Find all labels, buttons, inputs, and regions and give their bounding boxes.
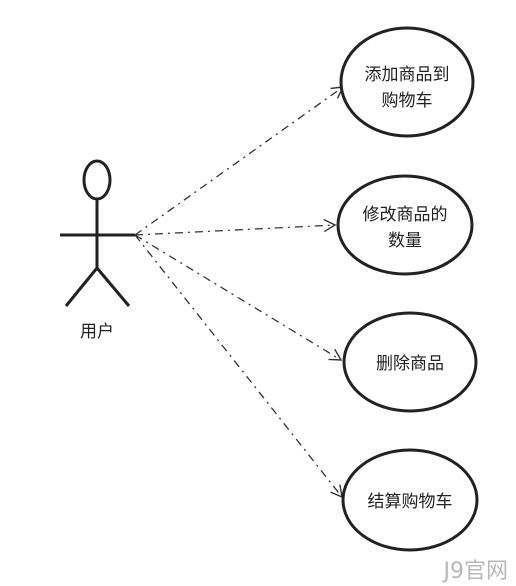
use-case-ellipse — [336, 174, 474, 276]
use-case-modify-quantity[interactable]: 修改商品的 数量 — [336, 174, 474, 276]
use-case-ellipse — [342, 311, 478, 413]
association-add-to-cart[interactable] — [134, 86, 345, 236]
use-case-label: 删除商品 — [376, 354, 444, 374]
actor-left-leg — [64, 267, 99, 307]
use-case-checkout[interactable]: 结算购物车 — [341, 448, 479, 552]
use-case-label-line-1: 添加商品到 — [365, 65, 450, 85]
use-case-label-line-2: 数量 — [388, 231, 422, 251]
actor-head — [82, 159, 112, 201]
use-case-label-line-1: 修改商品的 — [363, 205, 448, 225]
use-case-add-to-cart[interactable]: 添加商品到 购物车 — [339, 26, 475, 138]
association-delete-item[interactable] — [134, 234, 343, 361]
associations — [134, 86, 345, 499]
actor-right-leg — [95, 267, 131, 307]
association-checkout[interactable] — [134, 234, 343, 499]
watermark-text: J9官网 — [442, 559, 509, 584]
use-case-ellipse — [339, 26, 475, 138]
actor[interactable]: 用户 — [60, 159, 135, 342]
association-modify-quantity[interactable] — [134, 218, 337, 236]
use-case-label: 结算购物车 — [368, 492, 453, 512]
use-case-delete-item[interactable]: 删除商品 — [342, 311, 478, 413]
actor-label: 用户 — [80, 322, 114, 342]
use-case-label-line-2: 购物车 — [382, 91, 433, 111]
use-case-ellipse — [341, 448, 479, 552]
